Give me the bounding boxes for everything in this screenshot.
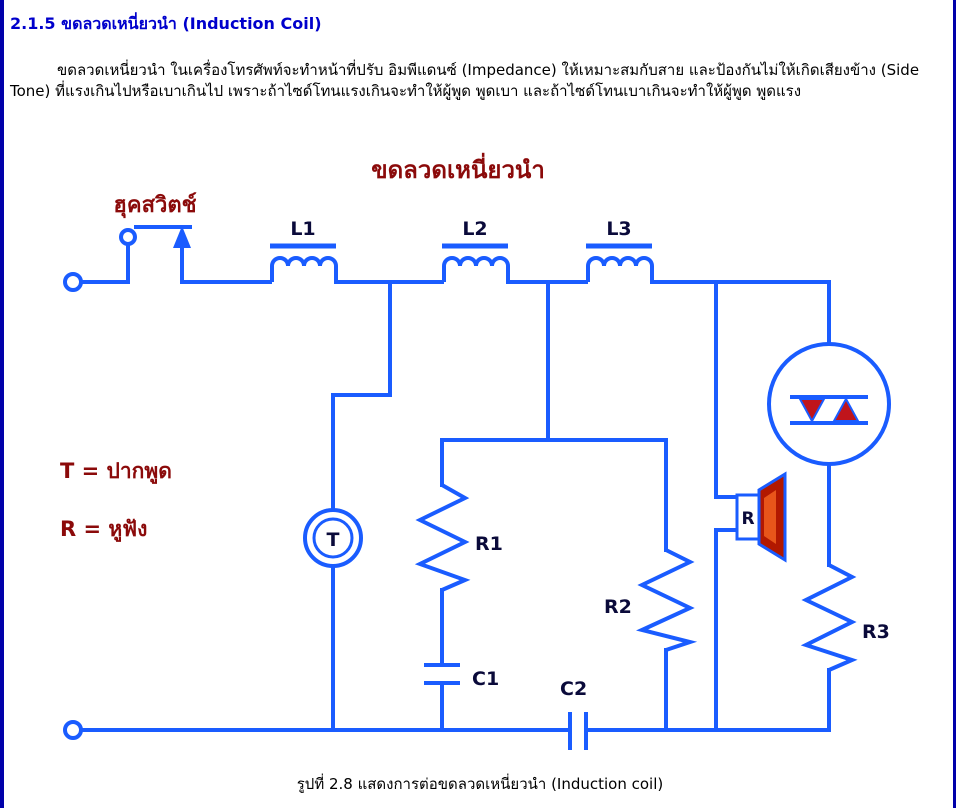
section-heading: 2.1.5 ขดลวดเหนี่ยวนำ (Induction Coil) [10, 14, 322, 33]
capacitor-C2 [568, 712, 588, 750]
capacitor-C1 [424, 663, 460, 685]
input-terminal-bottom [63, 720, 83, 740]
top-wire-after-switch [180, 245, 272, 284]
hook-switch-label: ฮุคสวิตช์ [113, 192, 196, 219]
resistor-R3 [800, 563, 858, 672]
label-R1: R1 [475, 533, 503, 555]
label-L2: L2 [462, 218, 487, 240]
top-wire-input [80, 239, 130, 284]
label-L3: L3 [606, 218, 631, 240]
resistor-R2 [635, 548, 698, 652]
receiver-speaker-symbol [735, 471, 787, 563]
label-R2: R2 [604, 596, 632, 618]
hook-switch [119, 225, 192, 248]
wire-receiver-top [714, 280, 740, 499]
page-frame-right [953, 0, 956, 808]
inductor-L1 [270, 243, 338, 282]
wire-to-transmitter [331, 280, 392, 512]
input-terminal-top [63, 272, 83, 292]
label-R3: R3 [862, 621, 890, 643]
varistor-symbol [767, 342, 891, 466]
inductor-L3 [586, 243, 654, 282]
resistor-R1 [414, 483, 471, 592]
wire-receiver-bottom [714, 528, 740, 732]
receiver-symbol-letter: R [741, 509, 754, 529]
label-C1: C1 [472, 668, 499, 690]
page-frame-left [0, 0, 4, 808]
diagram-title: ขดลวดเหนี่ยวนำ [371, 152, 545, 184]
label-C2: C2 [560, 678, 587, 700]
description-paragraph: ขดลวดเหนี่ยวนำ ในเครื่องโทรศัพท์จะทำหน้า… [10, 61, 920, 100]
figure-caption: รูปที่ 2.8 แสดงการต่อขดลวดเหนี่ยวนำ (Ind… [296, 775, 664, 793]
legend-transmitter: T = ปากพูด [60, 459, 172, 485]
label-L1: L1 [290, 218, 315, 240]
inductor-L2 [442, 243, 510, 282]
legend-receiver: R = หูฟัง [60, 517, 147, 543]
transmitter-symbol [303, 508, 363, 568]
transmitter-symbol-letter: T [327, 529, 340, 551]
